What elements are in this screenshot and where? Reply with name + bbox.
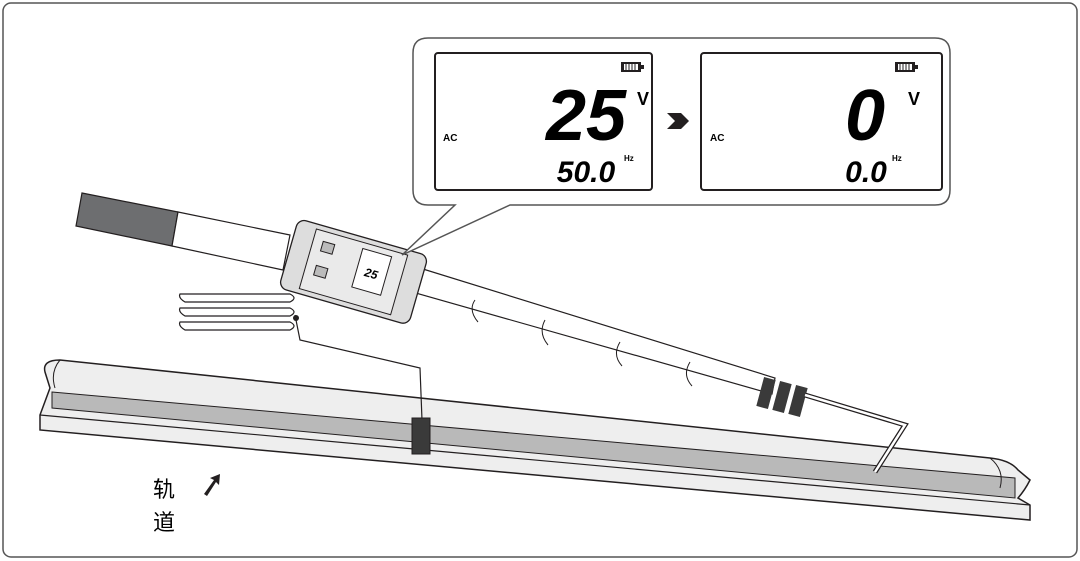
frequency-unit: Hz: [892, 154, 902, 163]
detector-pole: [75, 192, 909, 474]
voltage-unit: V: [908, 89, 920, 109]
rail-label-line1: 轨: [153, 478, 175, 503]
battery-icon: [895, 62, 918, 72]
voltage-unit: V: [637, 89, 649, 109]
voltage-reading: 0: [845, 76, 885, 156]
ground-clip: [178, 293, 431, 455]
lcd-before: 25 V AC 50.0 Hz: [434, 52, 653, 191]
mode-label: AC: [710, 133, 724, 144]
device-screen-value: 25: [362, 265, 380, 283]
mode-label: AC: [443, 133, 457, 144]
arrow-pointer-icon: [204, 474, 220, 496]
frequency-reading: 0.0: [845, 156, 887, 189]
detector-device: 25: [279, 219, 428, 324]
device-button: [319, 240, 336, 255]
frequency-reading: 50.0: [557, 156, 616, 189]
rail-label-line2: 道: [153, 511, 175, 536]
rail: [39, 359, 1031, 521]
lcd-after: 0 V AC 0.0 Hz: [700, 52, 943, 191]
arrow-right-icon: [667, 113, 689, 129]
frequency-unit: Hz: [624, 154, 634, 163]
battery-icon: [621, 62, 644, 72]
voltage-reading: 25: [544, 76, 627, 156]
device-button: [312, 264, 329, 279]
